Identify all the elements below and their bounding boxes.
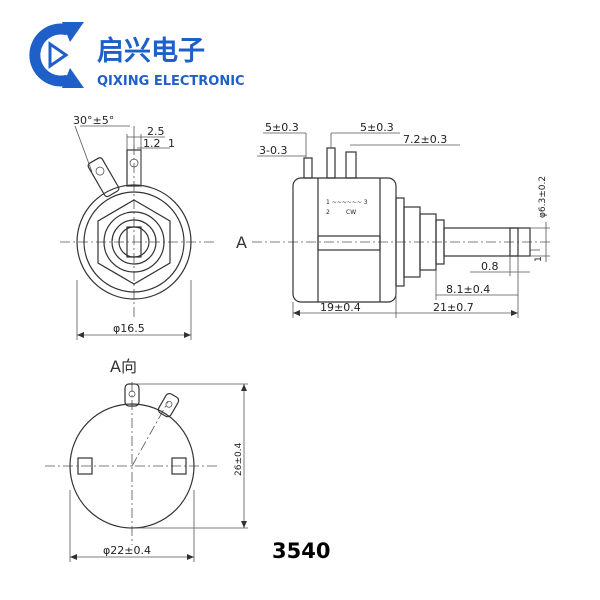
pin-width-label: 1.2	[143, 137, 161, 150]
brand-name-en: QIXING ELECTRONIC	[97, 74, 245, 89]
model-number: 3540	[272, 539, 330, 563]
brand-name-cn: 启兴电子	[97, 36, 205, 67]
pin-offset-label: 3-0.3	[259, 144, 287, 157]
rear-diameter-label: φ22±0.4	[103, 544, 151, 557]
flat-width-label: 0.8	[481, 260, 499, 273]
rear-height-label: 26±0.4	[234, 442, 244, 476]
label-line-2: 2	[326, 209, 330, 216]
shaft-length-label: 21±0.7	[433, 301, 474, 314]
qx-logo-icon	[29, 22, 84, 88]
brand-logo: 启兴电子 QIXING ELECTRONIC	[29, 22, 245, 89]
front-diameter-label: φ16.5	[113, 322, 145, 335]
angle-label: 30°±5°	[73, 114, 114, 127]
rear-view-title: A向	[110, 357, 137, 376]
shaft-diameter-label: φ6.3±0.2	[538, 176, 548, 218]
pin-spacing-label: 2.5	[147, 125, 165, 138]
top-right-spacing-label: 5±0.3	[360, 121, 394, 134]
front-view: 30°±5° 2.5 1.2 1 φ16.5	[60, 114, 215, 340]
bushing-length-label: 8.1±0.4	[446, 283, 490, 296]
label-rotation: CW	[346, 209, 356, 216]
view-marker-a: A	[236, 233, 247, 252]
flat-depth-label: 1	[534, 256, 544, 262]
shaft-clearance-label: 7.2±0.3	[403, 133, 447, 146]
body-length-label: 19±0.4	[320, 301, 361, 314]
rear-view: A向 26±0.4 φ22±0.4	[45, 357, 248, 562]
pin-thickness-label: 1	[168, 137, 175, 150]
label-line-1: 1 ~~~~~~ 3	[326, 199, 368, 206]
side-view: A 1 ~~~~~~ 3 2 CW 5±0.3 5±0.3 3-0.3 7.2±…	[236, 121, 550, 318]
top-left-spacing-label: 5±0.3	[265, 121, 299, 134]
